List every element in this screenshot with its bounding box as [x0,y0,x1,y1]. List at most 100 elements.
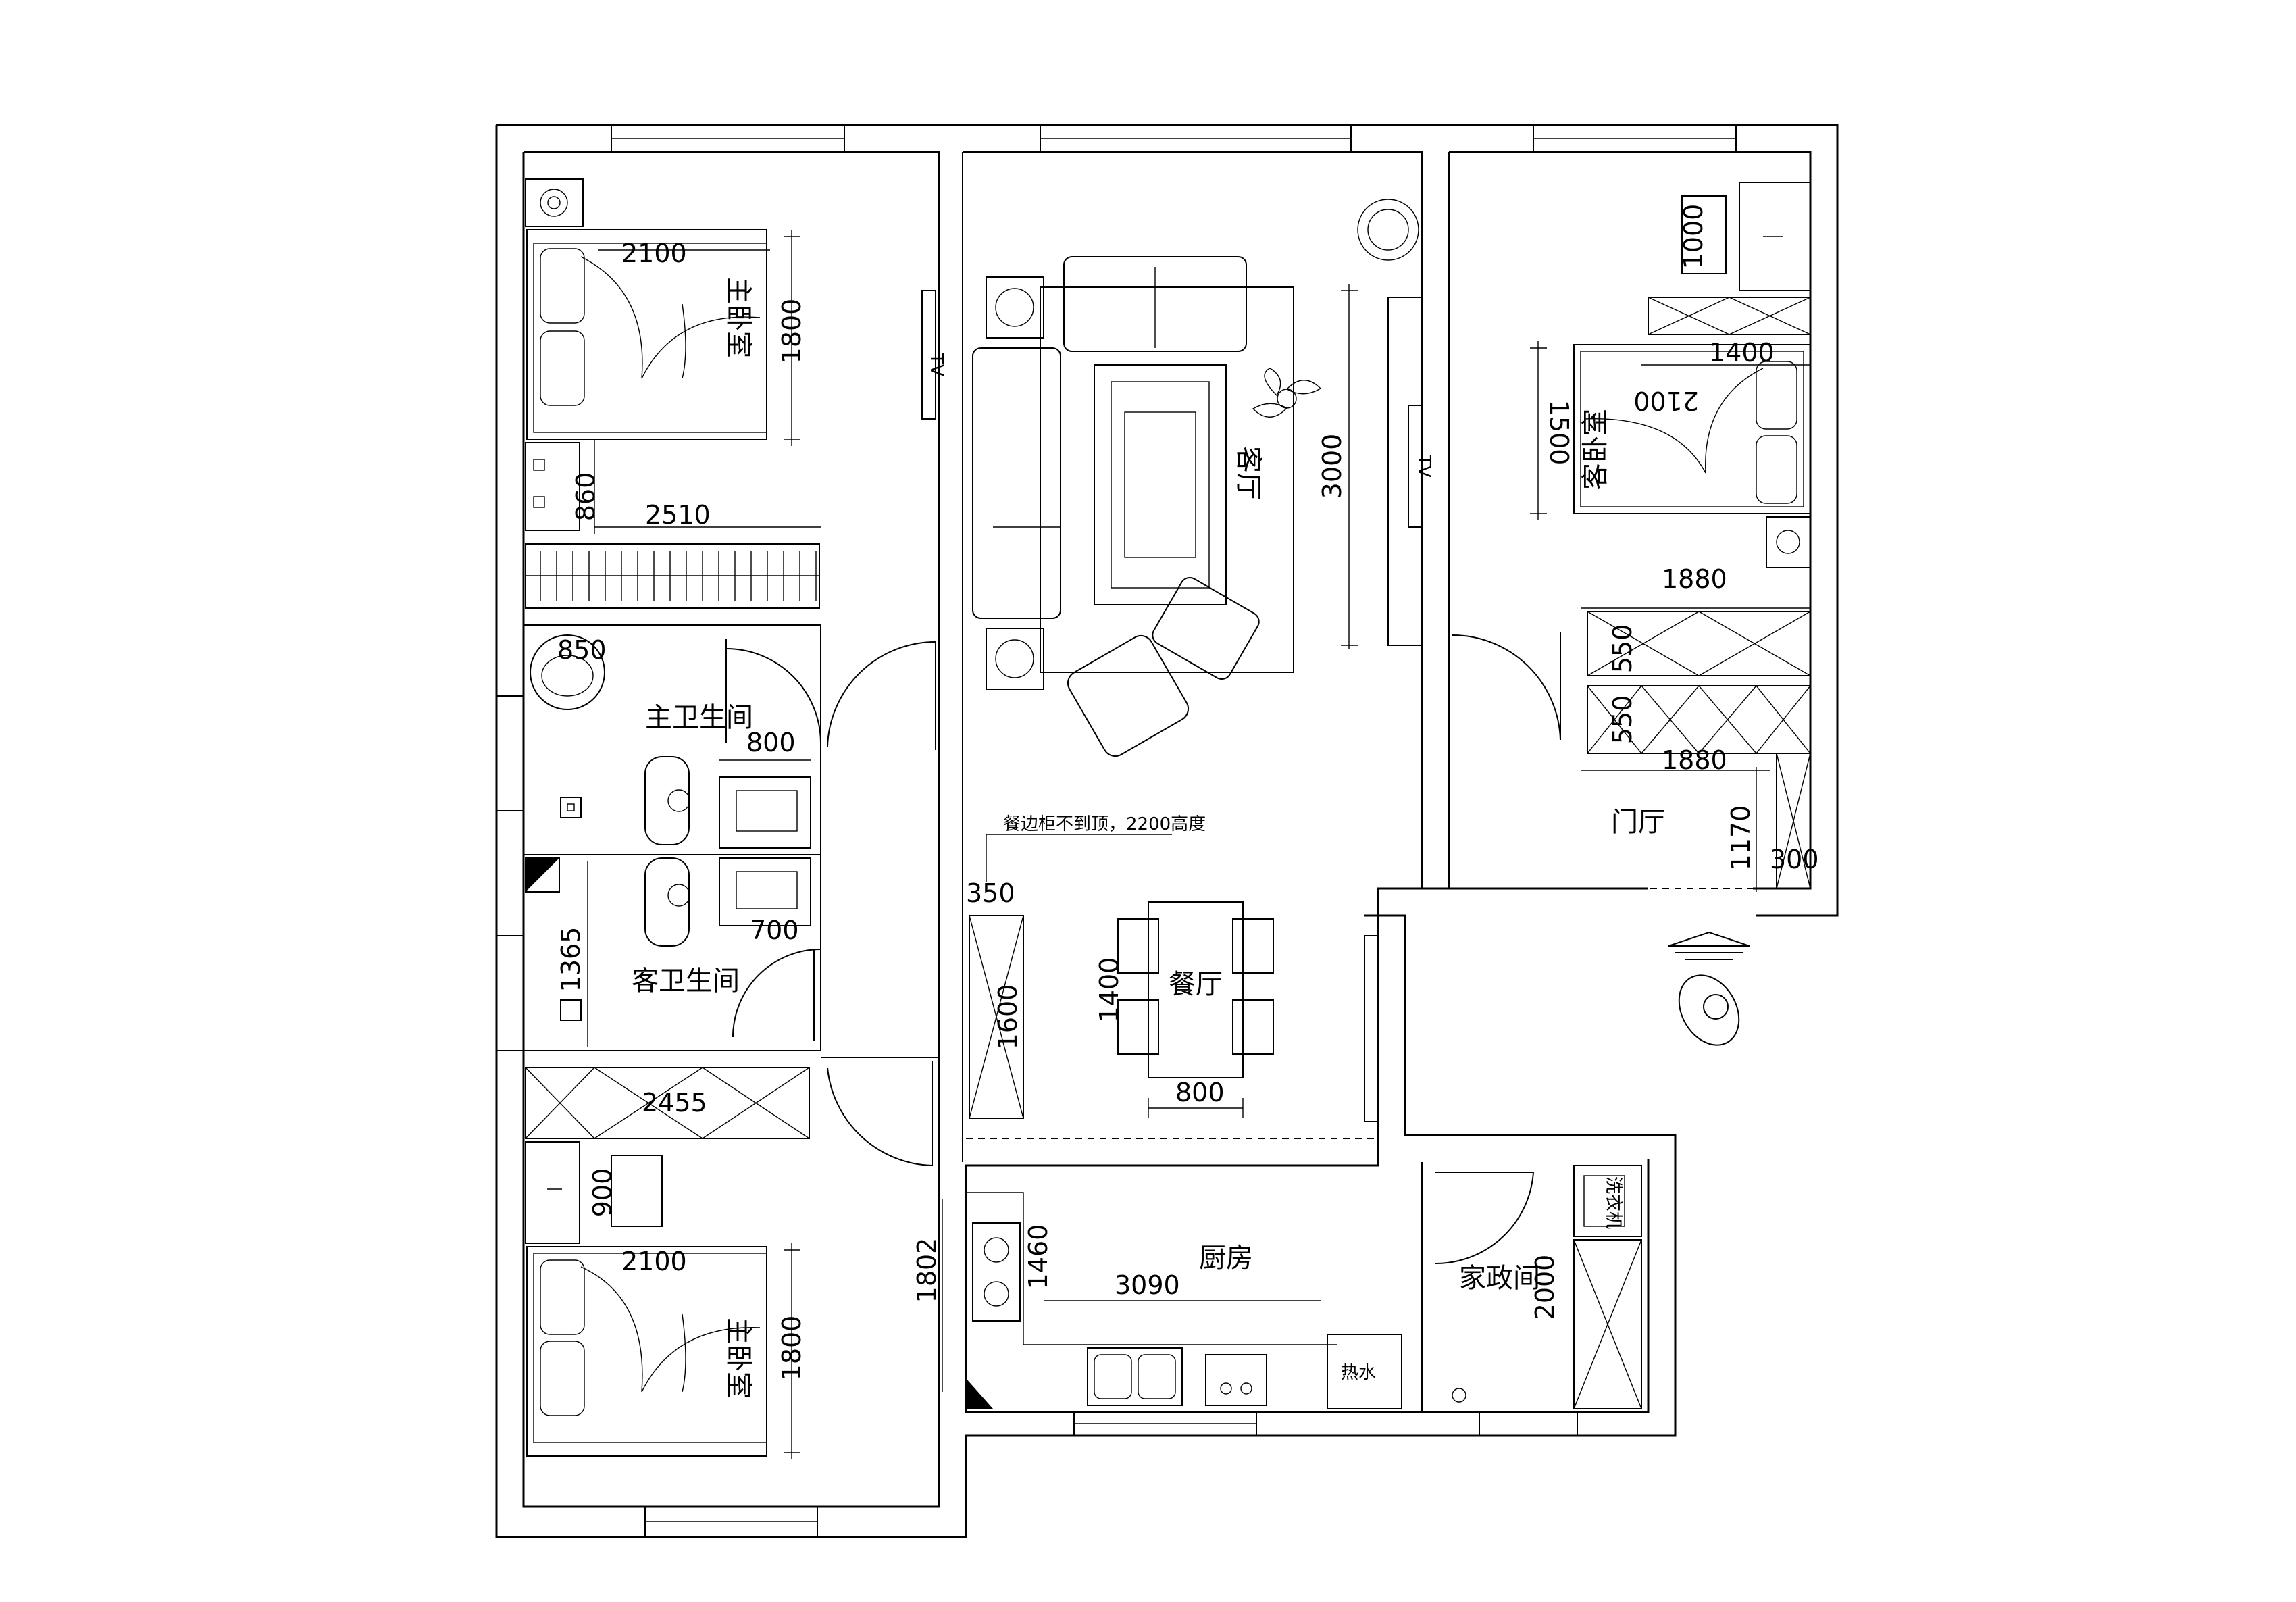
hatch-line [594,1067,703,1139]
guest-bedroom [1452,182,1811,741]
door-swing-icon [827,641,936,747]
dim-foyer-1880-bottom: 1880 [1662,745,1727,775]
dining-chair-icon [1117,918,1159,974]
hatch-line [1641,685,1700,754]
dim-table-1400: 1400 [1094,957,1124,1023]
floor-drain-icon [560,999,582,1021]
armchair-icon [1067,634,1190,757]
dishwasher-icon [1205,1354,1267,1406]
dining-chair-icon [1117,999,1159,1055]
dim-foyer-550-a: 550 [1608,624,1637,674]
room-label-kitchen: 厨房 [1199,1243,1253,1274]
desk-icon [525,1141,580,1244]
vanity-icon [719,776,811,849]
room-label-guest-bath: 客卫生间 [632,966,740,997]
room-label-master-bedroom-bottom: 主卧室 [723,1318,754,1399]
door-swing-icon [1452,634,1561,741]
windows [496,124,1737,1538]
master-bath [530,634,821,849]
cooktop-icon [972,1222,1021,1322]
room-label-living-room: 客厅 [1233,446,1264,500]
plant-icon [1252,368,1322,418]
foyer-cabinet-crosses [1587,685,1811,754]
door-swing-icon [725,648,821,744]
wardrobe-hangers [526,551,819,601]
room-label-guest-bedroom: 客卧室 [1580,409,1611,490]
dim-foyer-550-b: 550 [1608,695,1637,745]
water-heater-icon [1327,1334,1402,1409]
dim-living-3000: 3000 [1317,434,1347,499]
dim-kitchen-3090: 3090 [1115,1270,1180,1300]
person-icon [1678,974,1740,1046]
room-label-master-bath: 主卫生间 [645,702,753,733]
dining-chair-icon [1232,999,1274,1055]
entrance-arrow-icon [1668,931,1750,947]
wash-basin-icon [530,634,605,710]
toilet-icon [644,756,690,845]
desk-icon [1739,182,1811,291]
dim-guest-bed-1500: 1500 [1544,400,1574,466]
dim-kitchen-1802: 1802 [912,1238,942,1303]
bookshelf-icon [1648,297,1811,335]
dim-mb-bottom-bed-length: 1800 [777,1316,807,1381]
dim-mb-bottom-bed-width: 2100 [621,1247,687,1276]
room-label-dining-room: 餐厅 [1169,969,1223,1000]
dim-mb-top-bed-width: 2100 [621,239,687,268]
bed-icon [1573,344,1811,514]
dim-basin-850: 850 [557,635,607,665]
nightstand-column-icon [525,442,580,531]
door-swing-icon [1435,1172,1534,1265]
dim-utility-2000: 2000 [1530,1255,1560,1320]
hatch-line [525,1067,595,1139]
dining-chair-icon [1232,918,1274,974]
living-room [921,199,1423,757]
dim-kitchen-1460: 1460 [1023,1224,1053,1290]
water-heater-label: 热水 [1341,1363,1376,1383]
rug-icon [1040,286,1294,673]
hall-doors [827,641,936,1166]
dim-desk-900: 900 [588,1168,617,1218]
dining-table-icon [1148,901,1244,1078]
side-table-icon [986,276,1044,339]
bedside-table-icon [1766,516,1811,568]
door-swing-icon [827,1067,933,1166]
dim-table-800: 800 [1175,1078,1225,1107]
dim-mb-bottom-wardrobe: 2455 [642,1088,707,1118]
dim-guest-desk-1000: 1000 [1679,204,1708,270]
dim-guest-bed-2100: 2100 [1633,386,1699,416]
vanity-icon [719,857,811,926]
master-bedroom-top [525,178,821,609]
hatch-line [1587,685,1642,754]
dim-foyer-300: 300 [1770,845,1819,874]
dim-mb-top-wardrobe: 2510 [645,500,711,530]
dim-sideboard-350: 350 [966,878,1015,908]
dim-sideboard-1600: 1600 [993,984,1023,1050]
sideboard-crosses [969,915,1024,1119]
cabinet-icon [1573,1239,1642,1409]
dim-guest-bath-1365: 1365 [556,927,586,993]
coat-cabinet-icon [1776,753,1811,889]
utility-room [1435,1165,1642,1409]
master-bedroom-bottom [525,1067,810,1459]
armchair-icon [1152,576,1260,680]
dim-foyer-1880-top: 1880 [1662,564,1727,594]
tv-icon [1408,405,1423,528]
sink-icon [1087,1347,1183,1406]
room-label-utility-room: 家政间 [1459,1263,1540,1294]
wardrobe-crosses [525,1067,810,1139]
tv-label-top: TV [926,353,946,376]
bedside-table-icon [525,178,584,227]
hatch-line [1698,685,1757,754]
coffee-table-icon [1094,364,1227,605]
door-swing-icon [732,949,821,1038]
wardrobe-icon [525,1067,810,1139]
washer-icon [1573,1165,1642,1237]
sideboard-note: 餐边柜不到顶，2200高度 [1003,814,1206,834]
side-table-icon [986,628,1044,690]
dim-foyer-1170: 1170 [1726,805,1756,871]
sofa-icon [972,347,1061,619]
tv-icon [921,290,936,420]
room-label-master-bedroom-top: 主卧室 [723,277,754,358]
kitchen [942,1192,1402,1409]
